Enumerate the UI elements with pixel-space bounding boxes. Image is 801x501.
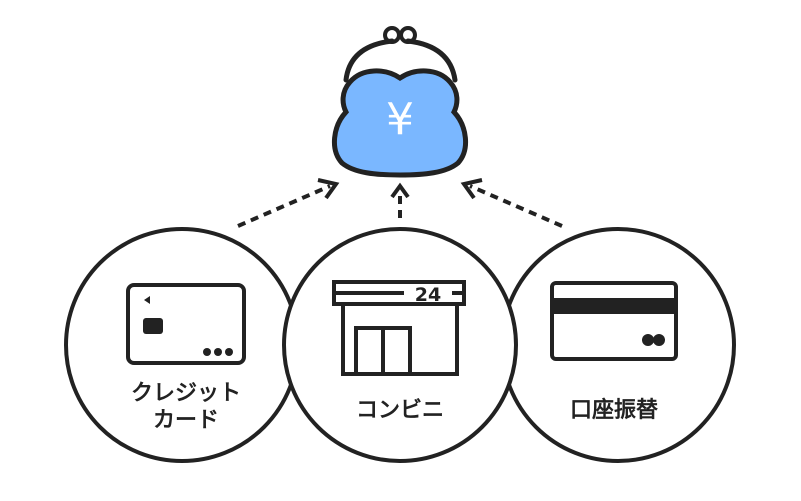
credit-card-label-line-1: クレジット — [131, 381, 241, 406]
arrow-store-to-purse — [390, 182, 410, 218]
arrow-bank-to-purse — [460, 178, 563, 228]
purse-clasp-frame — [343, 38, 458, 83]
store-sign-24: 24 — [415, 284, 441, 306]
flow-arrows — [237, 178, 563, 228]
bank-card-icon — [550, 281, 678, 361]
convenience-store-icon: 24 — [332, 280, 466, 376]
purse-body — [332, 68, 468, 178]
credit-card-label-line-2: カード — [153, 408, 219, 433]
coin-purse-icon: ¥ — [332, 26, 468, 178]
convenience-store-label: コンビニ — [356, 398, 444, 423]
credit-card-icon — [126, 283, 246, 365]
yen-symbol: ¥ — [386, 94, 414, 145]
arrow-credit-to-purse — [237, 178, 340, 228]
bank-transfer-label: 口座振替 — [570, 397, 658, 423]
